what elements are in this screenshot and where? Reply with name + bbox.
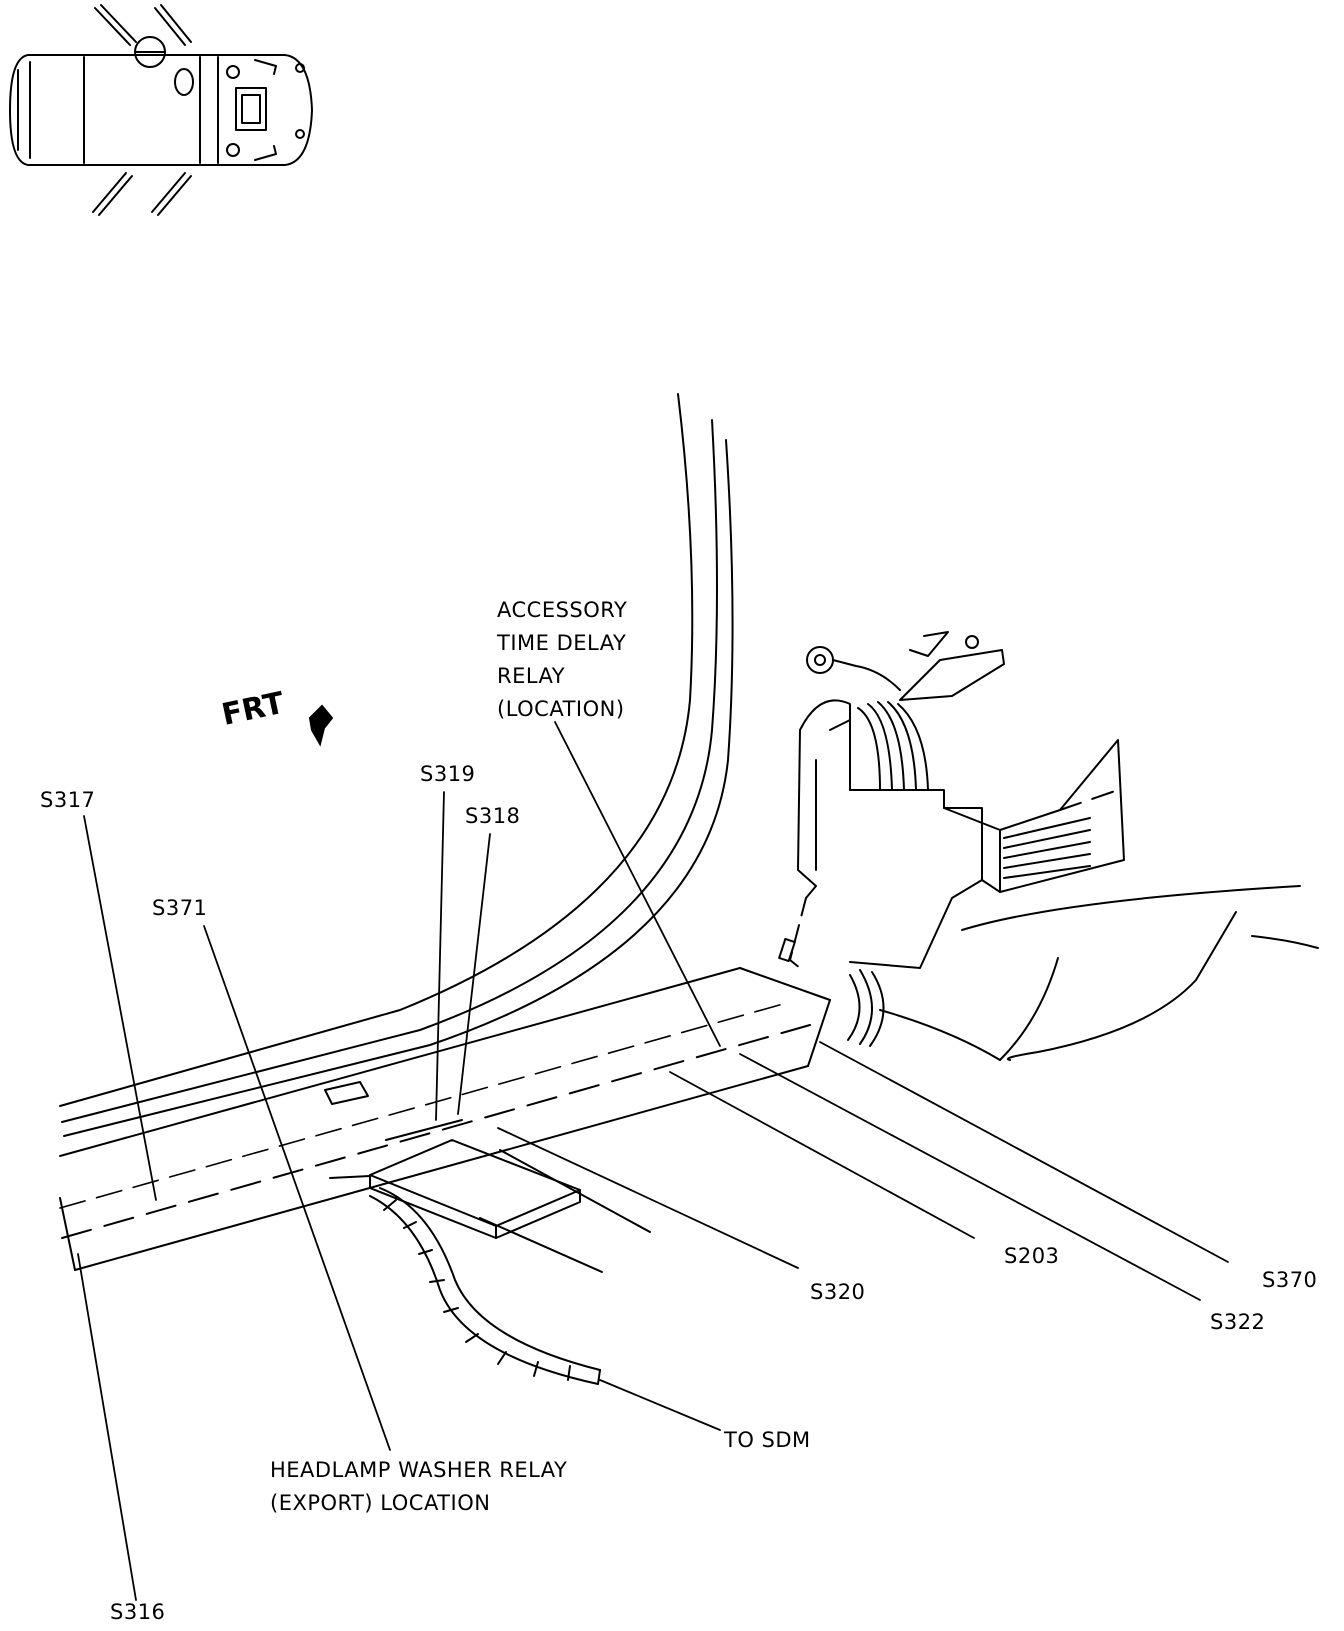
splice-s320-label: S320 [810, 1280, 866, 1304]
accessory-relay-line-4: (LOCATION) [497, 697, 625, 721]
door-pillar [60, 394, 733, 1136]
instrument-panel-connector [779, 632, 1318, 1060]
headlamp-relay-line-1: HEADLAMP WASHER RELAY [270, 1458, 568, 1482]
front-direction-arrow-icon [310, 706, 332, 744]
sill-panel [60, 968, 830, 1270]
splice-s203-label: S203 [1004, 1244, 1060, 1268]
accessory-relay-line-2: TIME DELAY [497, 631, 627, 655]
splice-s317-label: S317 [40, 788, 96, 812]
sdm-harness [370, 1188, 600, 1384]
splice-s371-label: S371 [152, 896, 208, 920]
splice-s316-label: S316 [110, 1600, 166, 1624]
leader-lines [78, 722, 1228, 1600]
splice-s322-label: S322 [1210, 1310, 1266, 1334]
headlamp-washer-relay [330, 1120, 650, 1272]
accessory-relay-line-3: RELAY [497, 664, 566, 688]
splice-s319-label: S319 [420, 762, 476, 786]
accessory-relay-line-1: ACCESSORY [497, 598, 628, 622]
headlamp-relay-label: HEADLAMP WASHER RELAY (EXPORT) LOCATION [270, 1454, 567, 1520]
to-sdm-label: TO SDM [724, 1428, 811, 1452]
accessory-relay-label: ACCESSORY TIME DELAY RELAY (LOCATION) [497, 594, 627, 726]
splice-s370-label: S370 [1262, 1268, 1318, 1292]
vehicle-top-view-locator-icon [10, 5, 312, 215]
headlamp-relay-line-2: (EXPORT) LOCATION [270, 1491, 491, 1515]
splice-s318-label: S318 [465, 804, 521, 828]
